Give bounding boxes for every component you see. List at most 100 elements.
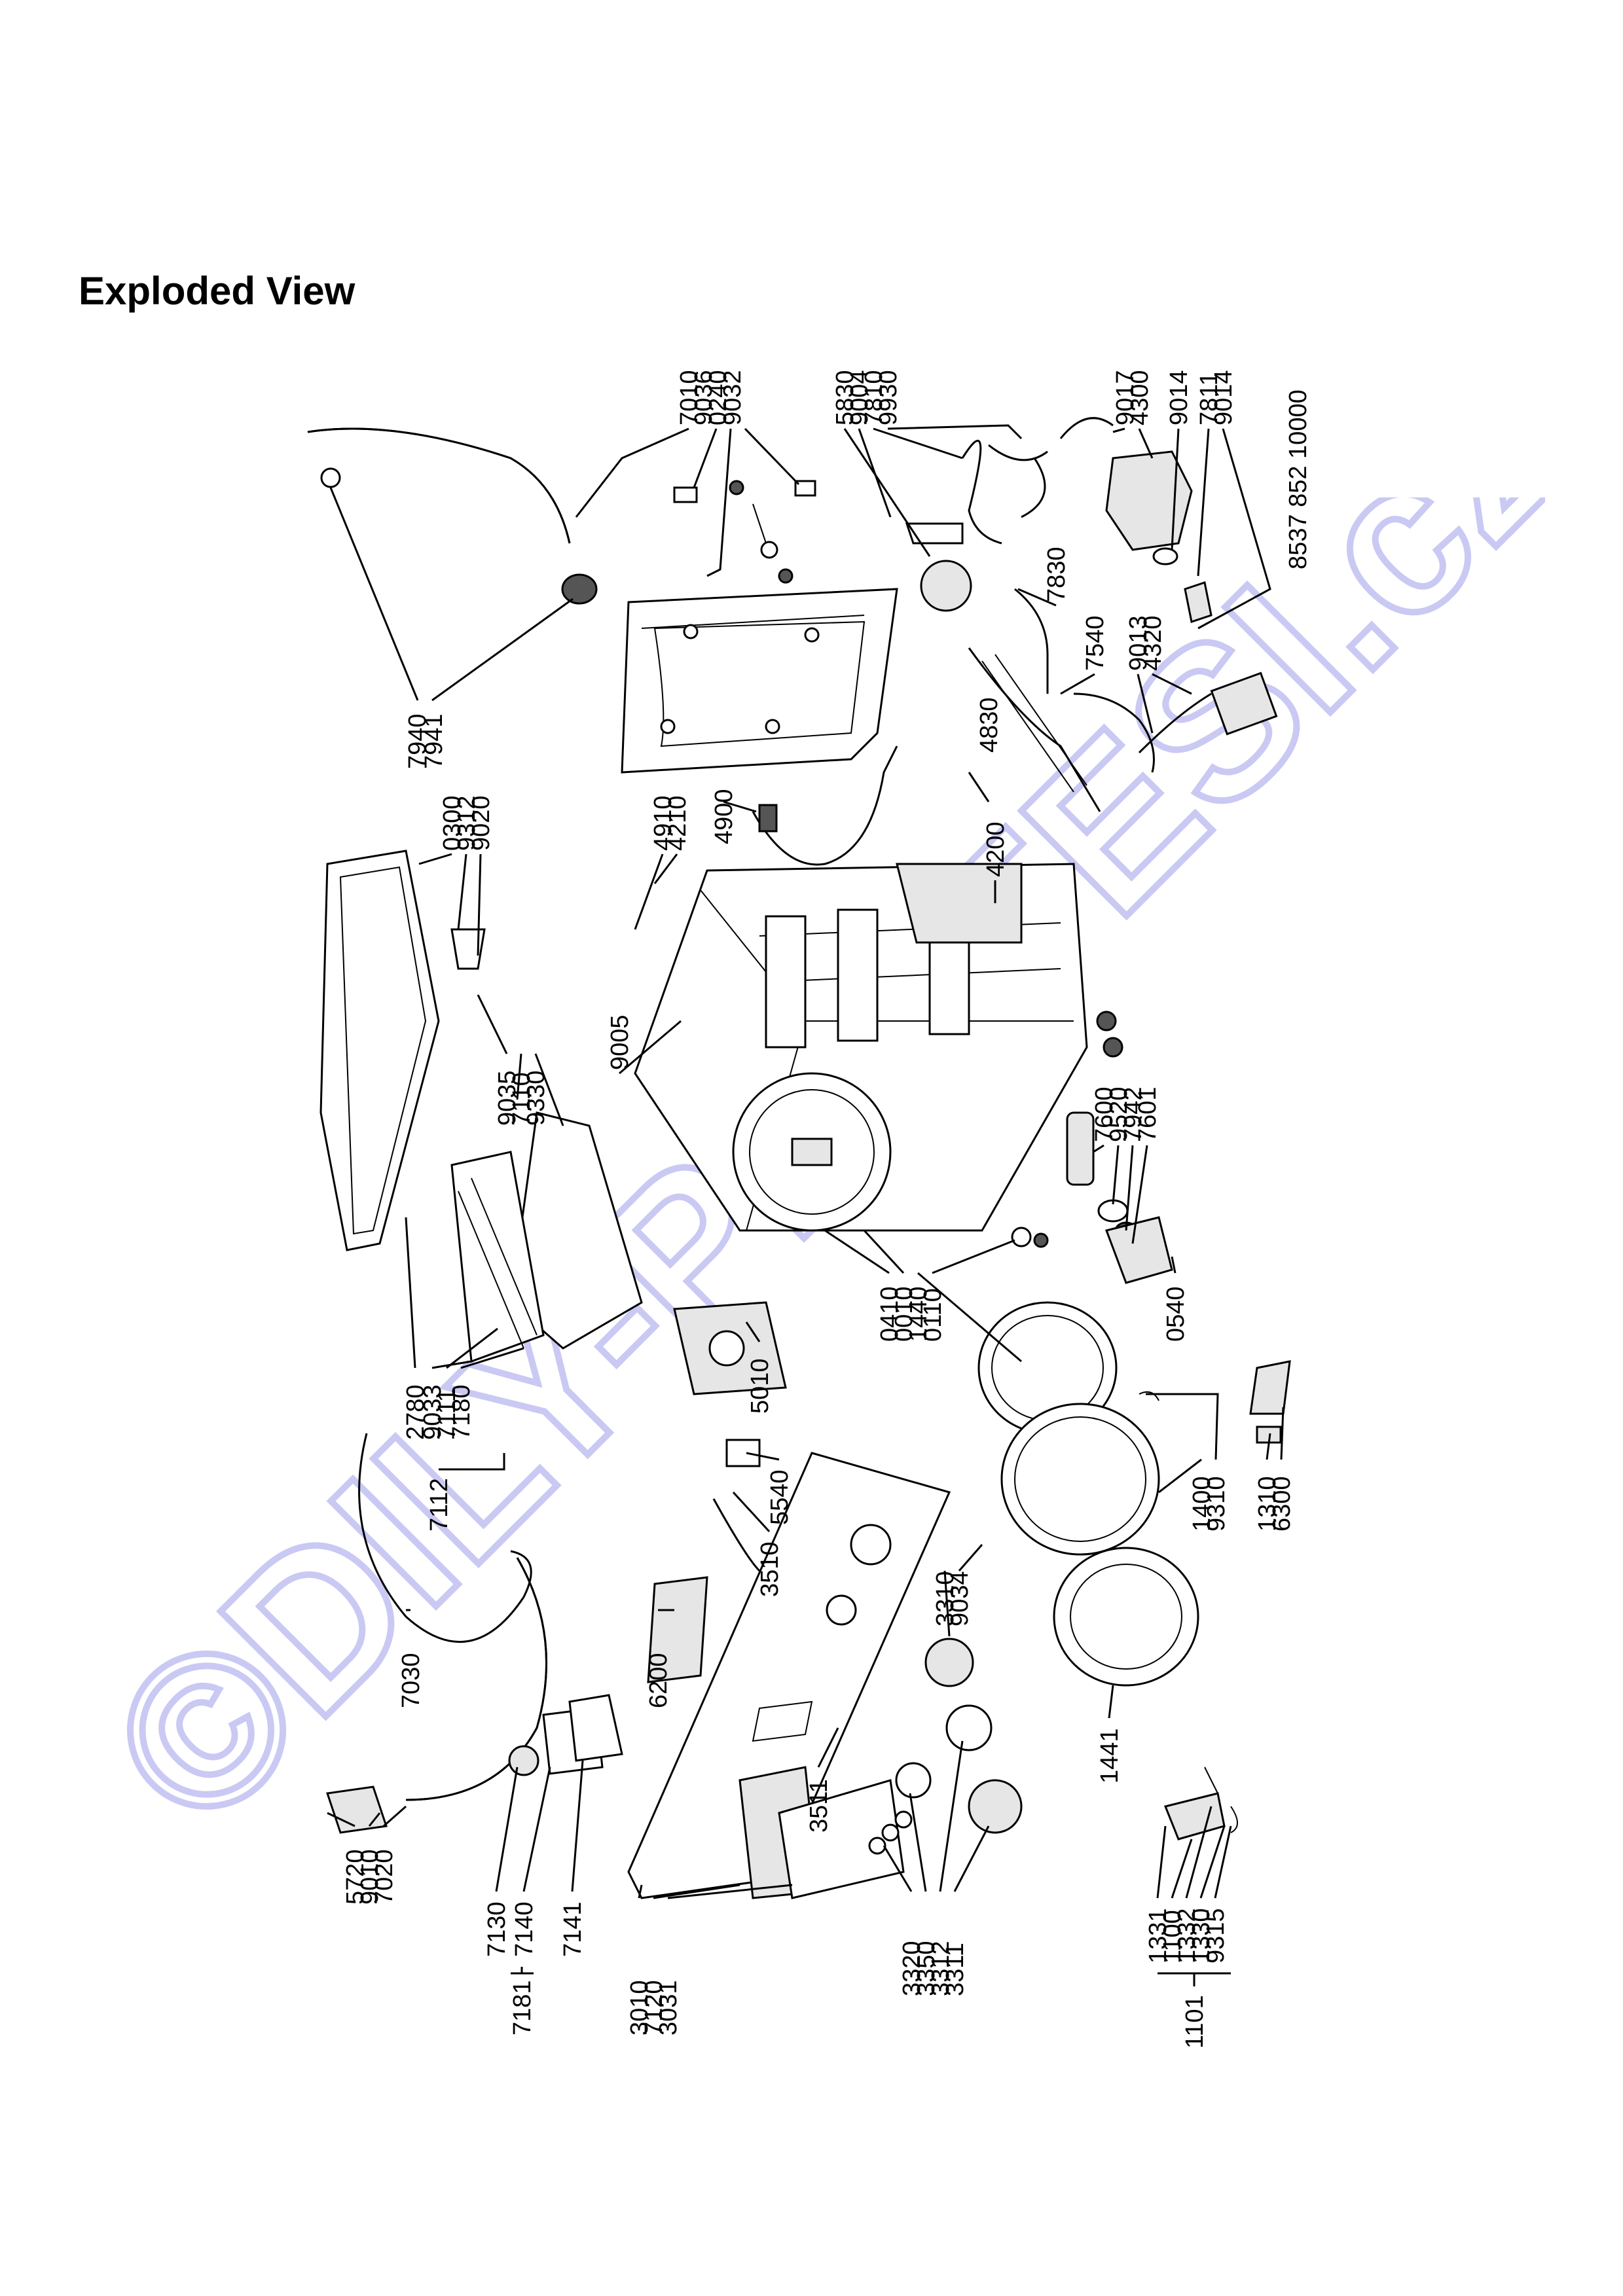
label-9930: 9930 xyxy=(875,370,902,425)
inlet-valve-5720 xyxy=(326,1785,388,1834)
knob-3311 xyxy=(968,1779,1023,1834)
label-7111: 7111 xyxy=(433,1388,461,1440)
knob-3312 xyxy=(945,1704,993,1751)
label-7030: 7030 xyxy=(397,1653,425,1708)
label-7112: 7112 xyxy=(426,1478,453,1532)
label-9014-b: 9014 xyxy=(1210,370,1237,425)
valve-block-6200 xyxy=(647,1576,708,1683)
label-4300: 4300 xyxy=(1126,370,1154,425)
label-7140: 7140 xyxy=(511,1901,538,1957)
label-0110: 0110 xyxy=(919,1288,947,1342)
label-5720: 5720 xyxy=(342,1849,369,1905)
pump-hose-9017 xyxy=(1059,417,1114,439)
bracket-9004 xyxy=(905,522,964,545)
label-9310: 9310 xyxy=(1203,1476,1230,1532)
pressure-switch-5830 xyxy=(920,560,972,612)
label-0410: 0410 xyxy=(876,1286,903,1342)
label-2780: 2780 xyxy=(402,1384,429,1440)
part-6300 xyxy=(1249,1360,1291,1415)
label-0300: 0300 xyxy=(439,795,466,851)
label-9520: 9520 xyxy=(1105,1086,1133,1142)
pressure-hose-7810 xyxy=(961,439,1002,545)
label-4210: 4210 xyxy=(664,795,691,851)
label-1332: 1332 xyxy=(1173,1908,1201,1964)
label-1310: 1310 xyxy=(1254,1476,1281,1532)
motor-4200 xyxy=(896,863,1023,944)
power-cord-4900 xyxy=(752,745,898,866)
pump-plate xyxy=(1210,672,1278,736)
hose-9930 xyxy=(988,444,1048,518)
hose-washer-7940 xyxy=(320,467,341,488)
label-9312: 9312 xyxy=(453,795,481,851)
label-1101: 1101 xyxy=(1181,1995,1209,2049)
drain-hose-7030 xyxy=(358,1433,532,1643)
label-7181: 7181 xyxy=(509,1980,536,2036)
label-7810: 7810 xyxy=(860,370,888,425)
label-7941: 7941 xyxy=(420,713,448,769)
label-7180: 7180 xyxy=(448,1384,475,1440)
drain-pump-4300 xyxy=(1105,450,1193,551)
label-5830: 5830 xyxy=(831,370,859,425)
label-9032: 9032 xyxy=(719,370,746,425)
label-0540: 0540 xyxy=(1162,1286,1190,1342)
label-4910: 4910 xyxy=(649,795,677,851)
door-ring-1400 xyxy=(1000,1403,1160,1556)
label-1331: 1331 xyxy=(1144,1908,1172,1964)
label-3510: 3510 xyxy=(756,1541,784,1597)
clip-9032 xyxy=(794,480,816,497)
label-7811: 7811 xyxy=(1195,372,1223,425)
label-0010: 0010 xyxy=(890,1286,918,1342)
label-7540: 7540 xyxy=(1082,615,1109,671)
cable-3510 xyxy=(712,1498,761,1572)
label-9330: 9330 xyxy=(522,1070,550,1126)
switch-5540 xyxy=(725,1439,761,1467)
label-9010: 9010 xyxy=(356,1849,384,1905)
label-1440: 1440 xyxy=(905,1286,932,1342)
foot-7600 xyxy=(1066,1111,1095,1186)
sump-4320 xyxy=(1138,692,1212,754)
page-title: Exploded View xyxy=(79,269,356,313)
label-6200: 6200 xyxy=(645,1653,672,1708)
label-3310: 3310 xyxy=(932,1571,959,1626)
label-7940: 7940 xyxy=(404,713,431,769)
label-4320: 4320 xyxy=(1139,615,1167,671)
cover-0540 xyxy=(1105,1216,1173,1284)
worktop-0300 xyxy=(319,850,440,1251)
label-7942: 7942 xyxy=(1120,1086,1147,1142)
label-3511: 3511 xyxy=(805,1779,833,1833)
label-3031: 3031 xyxy=(655,1980,682,2036)
label-1400: 1400 xyxy=(1188,1476,1216,1532)
label-4830: 4830 xyxy=(976,697,1003,753)
label-9017: 9017 xyxy=(1112,370,1139,425)
label-6300: 6300 xyxy=(1268,1476,1296,1532)
part-7141 xyxy=(568,1694,623,1762)
label-9004: 9004 xyxy=(846,370,873,425)
label-7130: 7130 xyxy=(483,1901,511,1957)
label-9014-a: 9014 xyxy=(1165,370,1193,425)
label-5010: 5010 xyxy=(746,1358,774,1414)
label-3311: 3311 xyxy=(941,1943,969,1996)
document-number: 8537 852 10000 xyxy=(1285,389,1312,569)
sump-hose-7540 xyxy=(1073,692,1155,773)
label-1100: 1100 xyxy=(1159,1910,1186,1964)
drawer-front-3031 xyxy=(778,1779,905,1899)
latch-1100 xyxy=(1163,1792,1226,1840)
knob-3310 xyxy=(924,1638,974,1687)
wiring-harness-4830 xyxy=(968,647,1101,812)
leader-lines xyxy=(327,424,1285,1986)
label-3350: 3350 xyxy=(913,1941,940,1996)
bracket-9036 xyxy=(673,486,698,503)
label-9013: 9013 xyxy=(1125,615,1152,671)
label-7600: 7600 xyxy=(1091,1086,1118,1142)
label-3320: 3320 xyxy=(898,1941,926,1996)
label-7120: 7120 xyxy=(640,1980,668,2036)
bracket-9020 xyxy=(450,928,486,970)
part-labels: 7940 7941 7010 9036 0240 9032 5830 9004 … xyxy=(342,370,1312,2049)
label-9005: 9005 xyxy=(606,1014,634,1070)
label-9033: 9033 xyxy=(419,1384,447,1440)
label-9035: 9035 xyxy=(494,1070,521,1126)
dispenser-lid-7111 xyxy=(450,1151,545,1363)
label-4900: 4900 xyxy=(710,789,738,844)
label-3312: 3312 xyxy=(927,1941,955,1996)
